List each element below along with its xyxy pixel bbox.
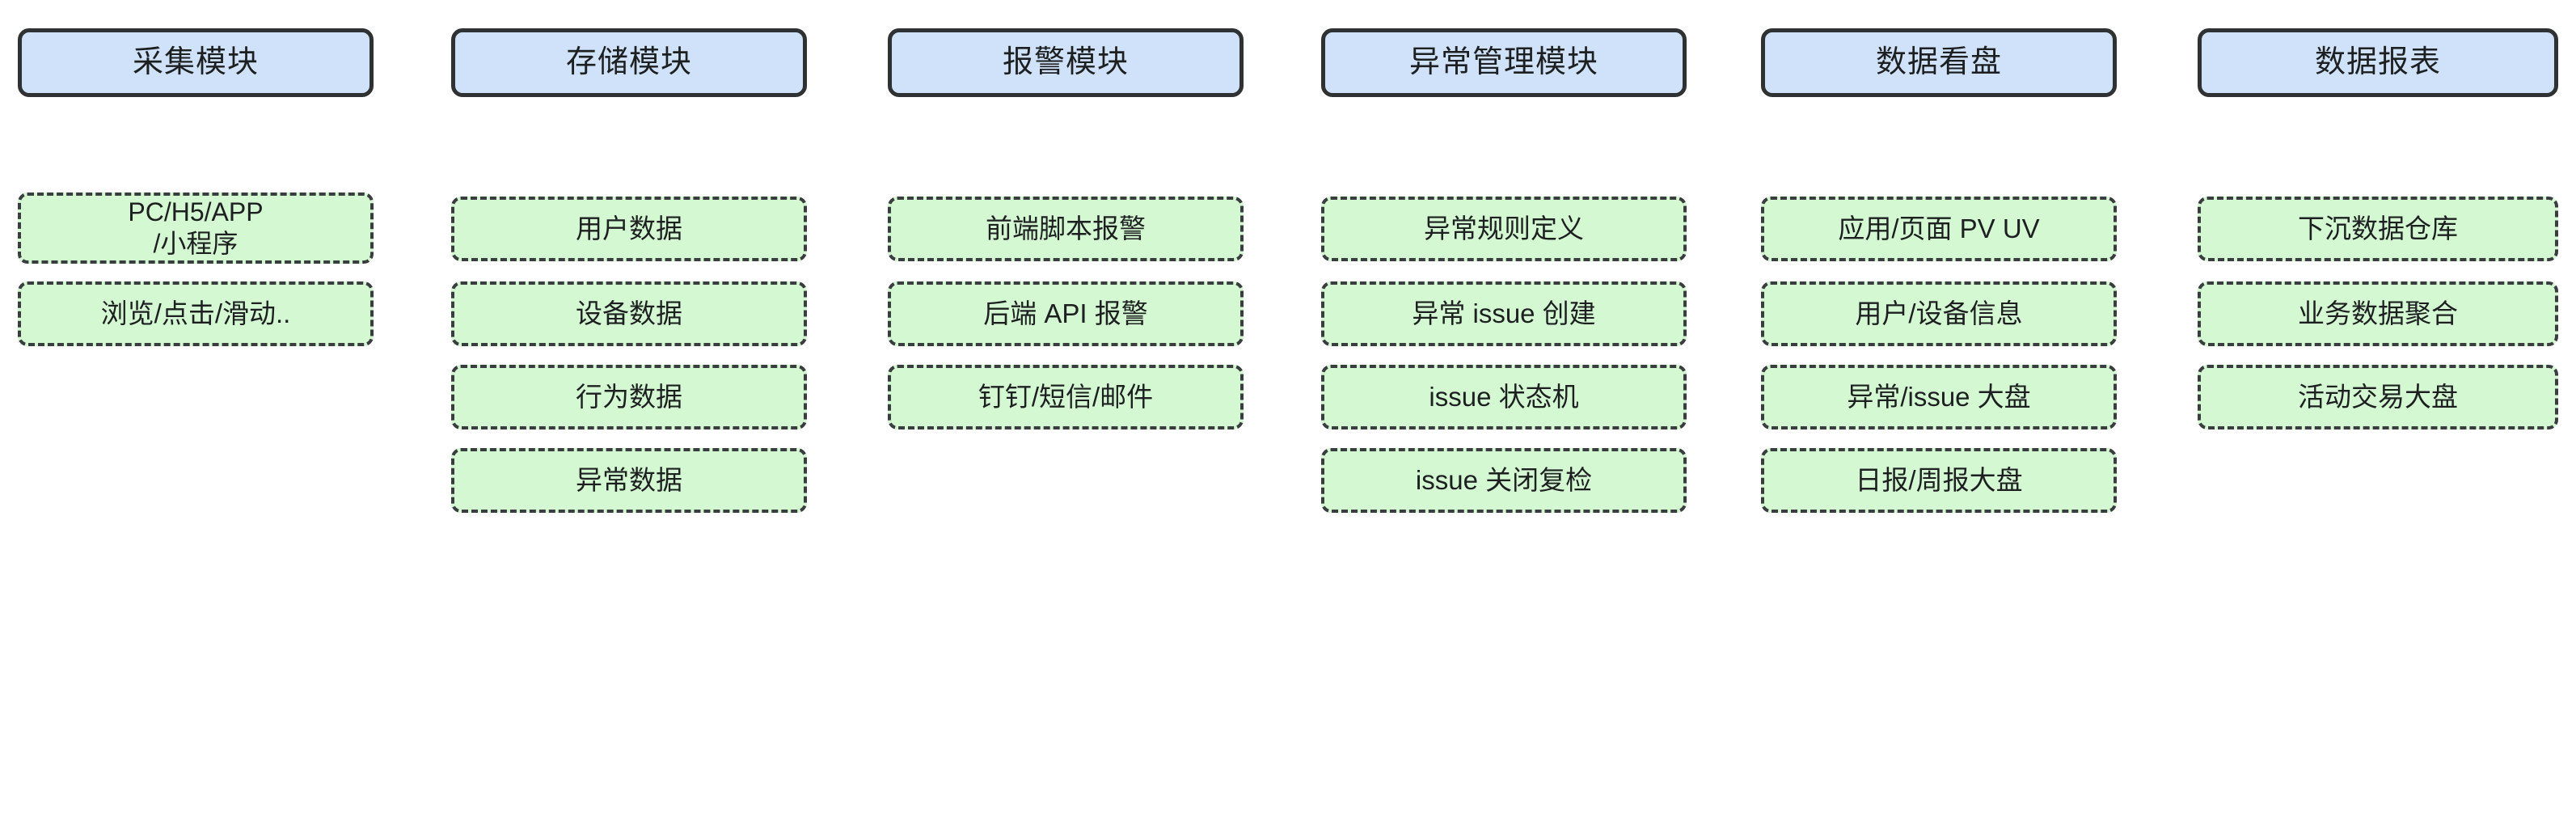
item-box-dashboard-3[interactable]: 日报/周报大盘 (1761, 448, 2117, 513)
column-data-report: 数据报表 下沉数据仓库 业务数据聚合 活动交易大盘 (2198, 0, 2558, 825)
module-header-storage[interactable]: 存储模块 (451, 28, 807, 97)
item-box-alarm-0[interactable]: 前端脚本报警 (888, 197, 1244, 261)
item-box-dashboard-2[interactable]: 异常/issue 大盘 (1761, 365, 2117, 429)
column-alarm-module: 报警模块 前端脚本报警 后端 API 报警 钉钉/短信/邮件 (888, 0, 1244, 825)
column-data-dashboard: 数据看盘 应用/页面 PV UV 用户/设备信息 异常/issue 大盘 日报/… (1761, 0, 2117, 825)
item-box-collection-0[interactable]: PC/H5/APP /小程序 (18, 192, 374, 264)
item-box-storage-0[interactable]: 用户数据 (451, 197, 807, 261)
item-box-report-2[interactable]: 活动交易大盘 (2198, 365, 2558, 429)
item-box-exception-1[interactable]: 异常 issue 创建 (1321, 281, 1687, 346)
module-header-alarm[interactable]: 报警模块 (888, 28, 1244, 97)
item-box-storage-2[interactable]: 行为数据 (451, 365, 807, 429)
item-box-exception-0[interactable]: 异常规则定义 (1321, 197, 1687, 261)
item-box-report-1[interactable]: 业务数据聚合 (2198, 281, 2558, 346)
item-box-exception-3[interactable]: issue 关闭复检 (1321, 448, 1687, 513)
item-box-alarm-1[interactable]: 后端 API 报警 (888, 281, 1244, 346)
module-header-data-dashboard[interactable]: 数据看盘 (1761, 28, 2117, 97)
item-box-alarm-2[interactable]: 钉钉/短信/邮件 (888, 365, 1244, 429)
module-header-exception-management[interactable]: 异常管理模块 (1321, 28, 1687, 97)
item-box-storage-1[interactable]: 设备数据 (451, 281, 807, 346)
module-header-data-report[interactable]: 数据报表 (2198, 28, 2558, 97)
module-header-collection[interactable]: 采集模块 (18, 28, 374, 97)
item-box-report-0[interactable]: 下沉数据仓库 (2198, 197, 2558, 261)
item-box-exception-2[interactable]: issue 状态机 (1321, 365, 1687, 429)
item-box-collection-1[interactable]: 浏览/点击/滑动.. (18, 281, 374, 346)
item-box-dashboard-0[interactable]: 应用/页面 PV UV (1761, 197, 2117, 261)
item-box-storage-3[interactable]: 异常数据 (451, 448, 807, 513)
column-exception-management-module: 异常管理模块 异常规则定义 异常 issue 创建 issue 状态机 issu… (1321, 0, 1687, 825)
column-collection-module: 采集模块 PC/H5/APP /小程序 浏览/点击/滑动.. (18, 0, 374, 825)
item-box-dashboard-1[interactable]: 用户/设备信息 (1761, 281, 2117, 346)
column-storage-module: 存储模块 用户数据 设备数据 行为数据 异常数据 (451, 0, 807, 825)
